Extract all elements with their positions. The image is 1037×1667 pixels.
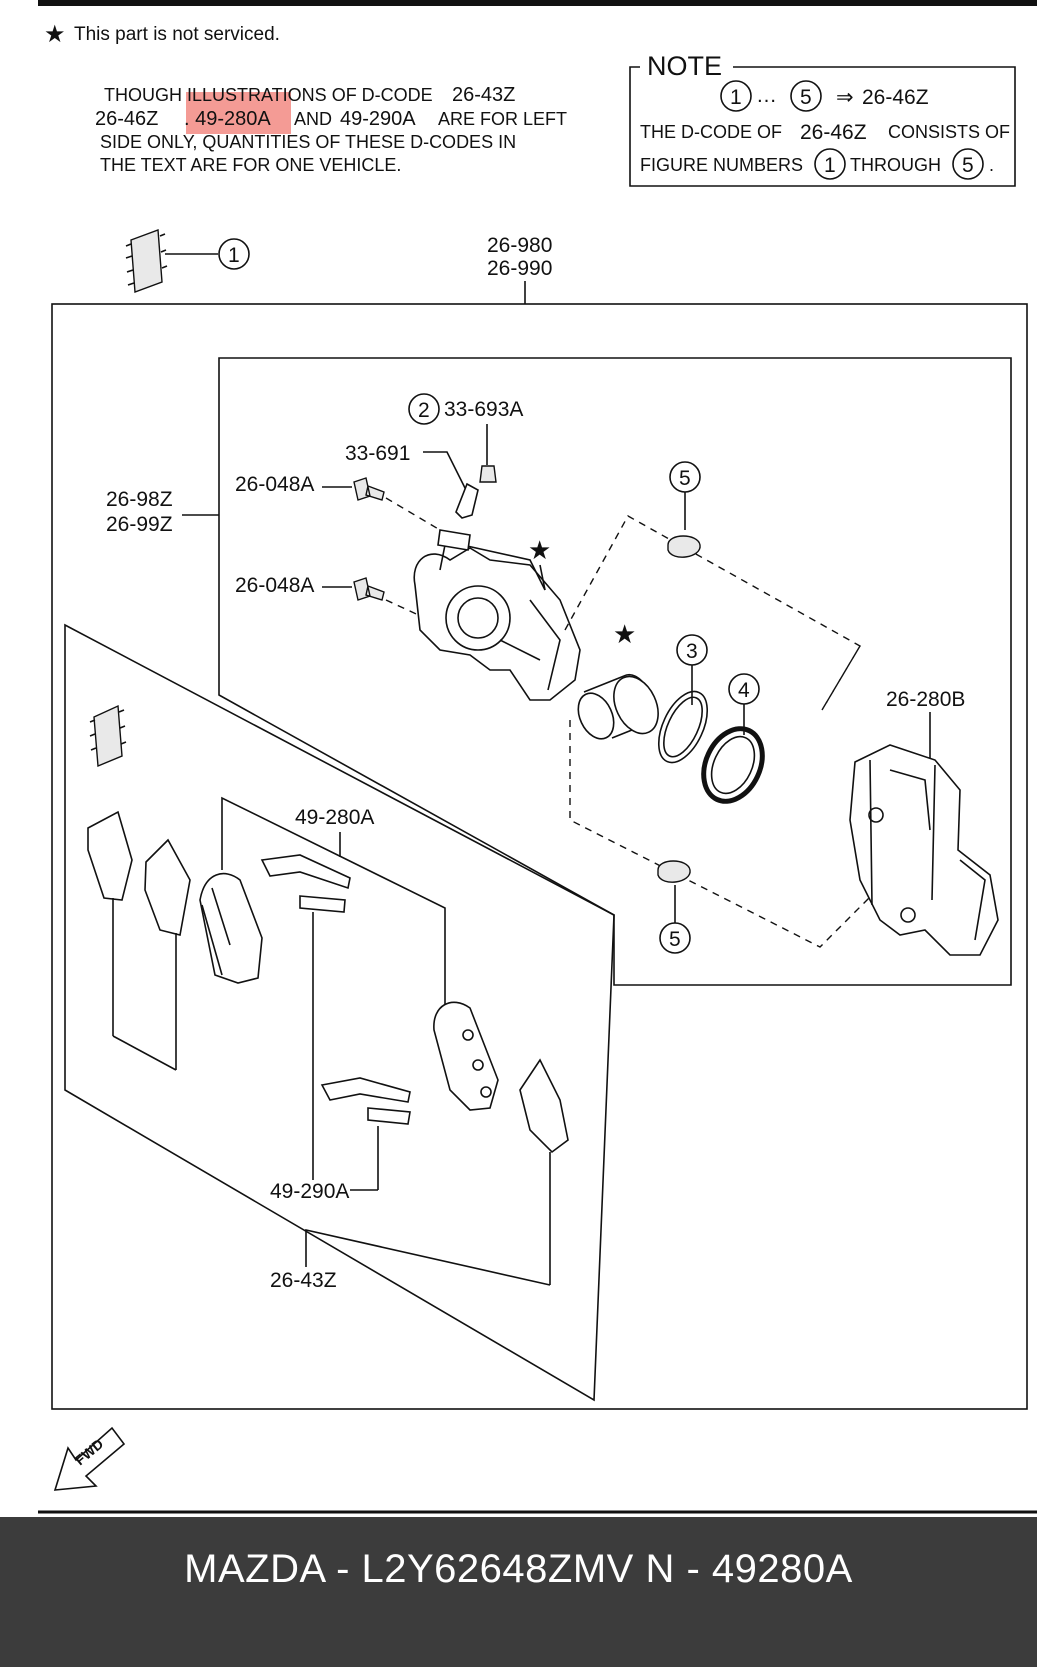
brake-caliper-parts-diagram: ★ This part is not serviced. THOUGH ILLU… bbox=[38, 0, 1037, 1514]
label-33-691: 33-691 bbox=[345, 442, 410, 465]
note-line3-num1: 1 bbox=[824, 154, 836, 177]
dust-boot-bottom bbox=[657, 860, 691, 883]
caliper-frame bbox=[218, 357, 1012, 986]
dust-boot-top bbox=[667, 535, 701, 558]
footer-bar: MAZDA - L2Y62648ZMV N - 49280A bbox=[0, 1517, 1037, 1667]
piston-seal bbox=[657, 690, 709, 764]
label-26-280B: 26-280B bbox=[886, 688, 965, 711]
callout-5b: 5 bbox=[669, 928, 681, 951]
caption-line2-end: ARE FOR LEFT bbox=[438, 109, 567, 129]
label-26-990: 26-990 bbox=[487, 257, 552, 280]
top-rule bbox=[38, 0, 1037, 6]
note-range-end: 5 bbox=[800, 86, 812, 109]
callout-1: 1 bbox=[228, 244, 240, 267]
caliper-bracket bbox=[849, 744, 999, 956]
bleeder-screw bbox=[455, 482, 479, 519]
label-26-048A-top: 26-048A bbox=[235, 473, 314, 496]
label-26-98Z: 26-98Z bbox=[106, 488, 173, 511]
fwd-arrow-icon: FWD bbox=[53, 1426, 126, 1491]
highlight-box bbox=[186, 92, 291, 134]
part-1-shim: 1 bbox=[125, 229, 250, 293]
note-line3-num2: 5 bbox=[962, 154, 974, 177]
dust-seal bbox=[701, 726, 765, 804]
overhaul-dashed-outline bbox=[564, 515, 871, 948]
label-26-048A-bot: 26-048A bbox=[235, 574, 314, 597]
note-line3-b: THROUGH bbox=[850, 155, 941, 175]
pad-spring-frame bbox=[221, 796, 446, 1010]
callout-3: 3 bbox=[686, 640, 698, 663]
guide-bolt-bottom bbox=[353, 577, 385, 601]
note-range-start: 1 bbox=[730, 86, 742, 109]
not-serviced-note: This part is not serviced. bbox=[74, 24, 280, 45]
note-arrow: ⇒ bbox=[836, 86, 854, 109]
label-26-99Z: 26-99Z bbox=[106, 513, 173, 536]
caption-and: AND bbox=[294, 109, 332, 129]
part-number-footer: MAZDA - L2Y62648ZMV N - 49280A bbox=[184, 1547, 853, 1591]
label-33-693A: 33-693A bbox=[444, 398, 523, 421]
note-line2-code: 26-46Z bbox=[800, 121, 867, 144]
anti-squeal-shim-left-2 bbox=[144, 838, 191, 936]
label-49-290A: 49-290A bbox=[270, 1180, 349, 1203]
caption-line1: THOUGH ILLUSTRATIONS OF D-CODE bbox=[104, 85, 433, 105]
outer-frame bbox=[51, 303, 1028, 1410]
star-housing: ★ bbox=[528, 535, 551, 565]
caliper-housing bbox=[413, 529, 581, 701]
caption-line3: SIDE ONLY, QUANTITIES OF THESE D-CODES I… bbox=[100, 132, 516, 152]
note-ellipsis: … bbox=[756, 84, 777, 107]
pad-spring-lower bbox=[320, 1077, 411, 1125]
caption-code-26-43Z: 26-43Z bbox=[452, 84, 515, 106]
star-piston: ★ bbox=[613, 619, 636, 649]
star-symbol: ★ bbox=[44, 21, 66, 48]
note-line3-end: . bbox=[989, 155, 994, 175]
caption-code-49-290A: 49-290A bbox=[340, 108, 416, 130]
pad-kit-shim bbox=[89, 704, 127, 768]
caption-code-26-46Z: 26-46Z bbox=[95, 108, 158, 130]
bleeder-cap bbox=[479, 465, 497, 483]
callout-2: 2 bbox=[418, 399, 430, 422]
highlighted-part-number: . 49-280A bbox=[184, 108, 271, 130]
guide-bolt-top bbox=[353, 477, 385, 501]
pad-kit-frame bbox=[64, 623, 615, 1402]
label-49-280A: 49-280A bbox=[295, 806, 374, 829]
note-line2-b: CONSISTS OF bbox=[888, 122, 1010, 142]
note-line2-a: THE D-CODE OF bbox=[640, 122, 782, 142]
note-title: NOTE bbox=[647, 51, 722, 81]
label-26-43Z: 26-43Z bbox=[270, 1269, 337, 1292]
callout-5a: 5 bbox=[679, 467, 691, 490]
pad-spring-upper bbox=[260, 854, 351, 913]
caption-line4: THE TEXT ARE FOR ONE VEHICLE. bbox=[100, 155, 401, 175]
brake-pad-right bbox=[433, 1001, 499, 1111]
callout-4: 4 bbox=[738, 679, 750, 702]
note-line3-a: FIGURE NUMBERS bbox=[640, 155, 803, 175]
piston bbox=[577, 673, 659, 740]
anti-squeal-shim-left-1 bbox=[87, 810, 133, 901]
note-box: NOTE 1 … 5 ⇒ 26-46Z THE D-CODE OF 26-46Z… bbox=[629, 51, 1016, 187]
brake-pad-left bbox=[199, 872, 263, 984]
note-code: 26-46Z bbox=[862, 86, 929, 109]
anti-squeal-shim-right bbox=[519, 1058, 569, 1154]
label-26-980: 26-980 bbox=[487, 234, 552, 257]
